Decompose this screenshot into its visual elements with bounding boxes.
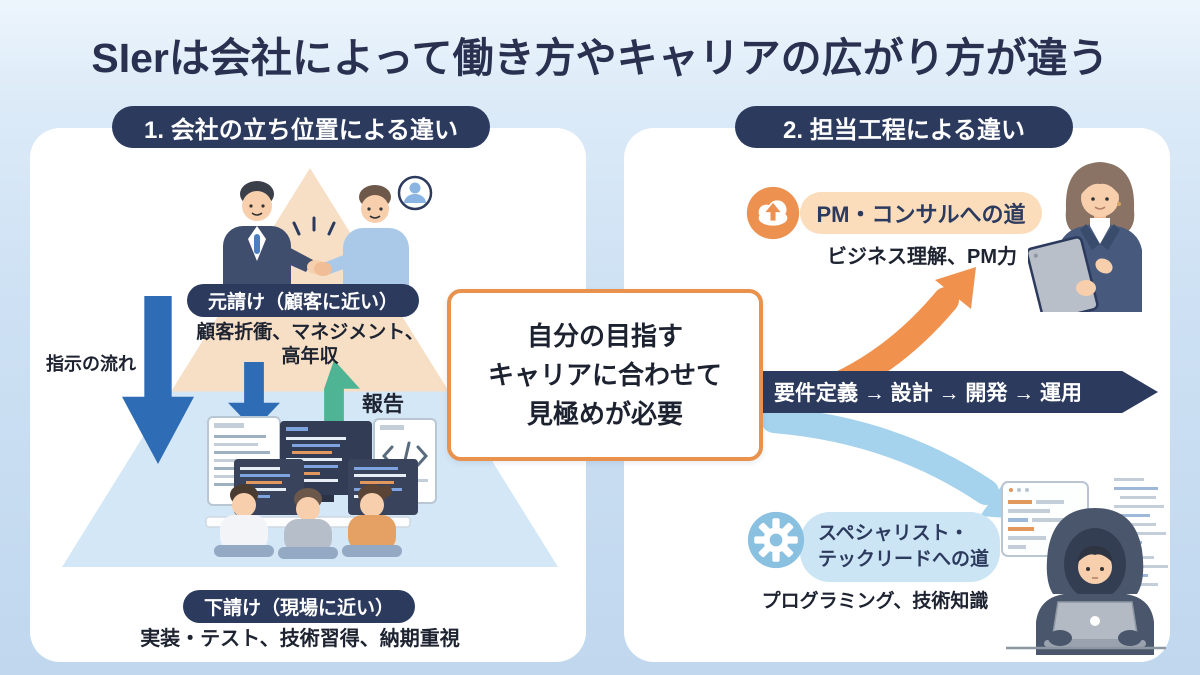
report-label: 報告 xyxy=(362,393,404,416)
handshake-illustration xyxy=(223,175,433,298)
center-message-line2: キャリアに合わせて xyxy=(487,359,722,390)
cloud-upload-icon xyxy=(746,186,800,240)
instruction-flow-label: 指示の流れ xyxy=(46,354,136,374)
center-message-line1: 自分の目指す xyxy=(526,320,683,351)
specialist-path-label: スペシャリスト・ テックリードへの道 xyxy=(800,512,1000,582)
specialist-path-description: プログラミング、技術知識 xyxy=(761,591,989,612)
pm-path-description: ビジネス理解、PM力 xyxy=(827,246,1017,268)
right-panel-header: 2. 担当工程による違い xyxy=(735,106,1073,148)
person-in-circle-icon xyxy=(397,175,433,211)
center-message-line3: 見極めが必要 xyxy=(526,398,683,429)
spark-icon xyxy=(292,216,336,236)
specialist-label-line2: テックリードへの道 xyxy=(818,549,990,570)
tier-prime-description: 顧客折衝、マネジメント、 高年収 xyxy=(196,322,424,367)
pm-consultant-path-label: PM・コンサルへの道 xyxy=(800,192,1042,234)
tier-subcontractor: 下請け（現場に近い） xyxy=(183,590,415,623)
left-panel-header: 1. 会社の立ち位置による違い xyxy=(112,106,490,148)
gear-icon xyxy=(747,511,805,569)
dev-team-illustration xyxy=(205,416,437,559)
page-title: SIerは会社によって働き方やキャリアの広がり方が違う xyxy=(91,35,1109,81)
process-flow-banner: 要件定義 → 設計 → 開発 → 運用 xyxy=(760,371,1158,413)
specialist-path-arrow-icon xyxy=(761,407,1021,519)
tier-prime-contractor: 元請け（顧客に近い） xyxy=(187,284,419,317)
pm-woman-illustration xyxy=(1028,162,1142,312)
specialist-label-line1: スペシャリスト・ xyxy=(818,523,969,545)
tier-subcontractor-description: 実装・テスト、技術習得、納期重視 xyxy=(140,628,460,650)
hooded-developer-illustration xyxy=(1001,478,1168,655)
center-message-box: 自分の目指す キャリアに合わせて 見極めが必要 xyxy=(447,289,763,461)
